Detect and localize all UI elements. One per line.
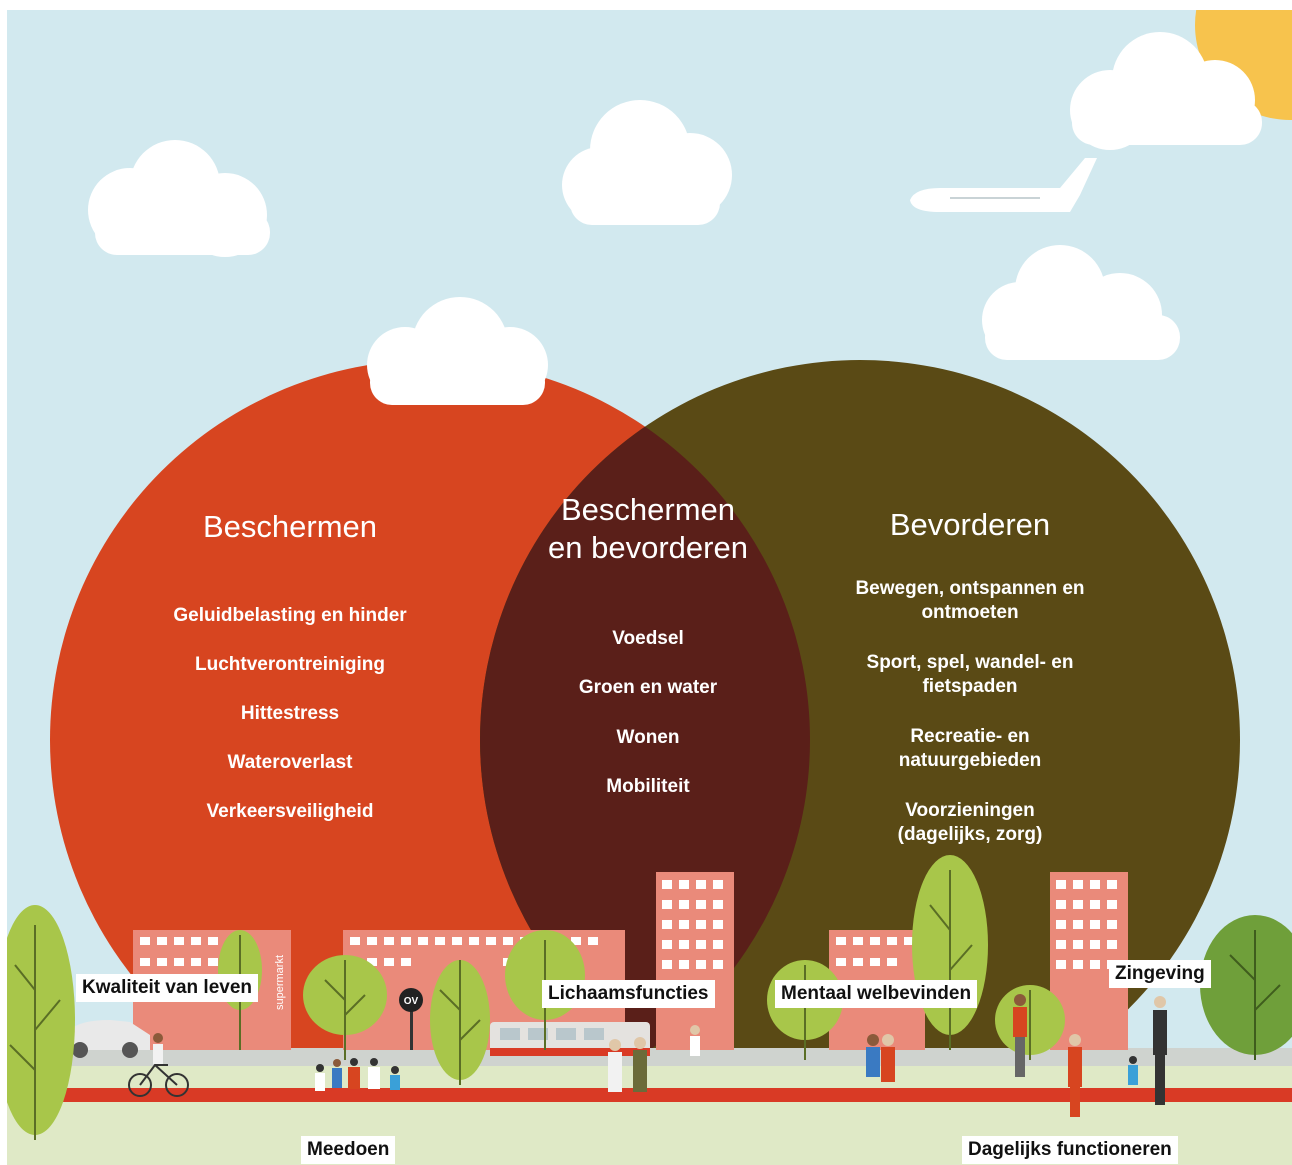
person-icon xyxy=(1013,994,1027,1077)
person-icon xyxy=(608,1039,622,1092)
promote-title: Bevorderen xyxy=(889,507,1051,542)
bicycle-icon xyxy=(128,1063,189,1097)
label-lichaamsfuncties: Lichaamsfuncties xyxy=(542,980,715,1008)
promote-item-line: Bewegen, ontspannen en xyxy=(855,578,1085,599)
tree-icon xyxy=(430,960,490,1085)
promote-item-line: fietspaden xyxy=(922,676,1018,697)
sun-icon xyxy=(1195,10,1292,120)
label-dagelijks-functioneren: Dagelijks functioneren xyxy=(962,1136,1178,1164)
bike-lane xyxy=(7,1066,1292,1088)
overlap-item: Mobiliteit xyxy=(606,776,690,797)
person-icon xyxy=(1128,1056,1138,1085)
label-kwaliteit-van-leven: Kwaliteit van leven xyxy=(76,974,259,1002)
overlap-item: Voedsel xyxy=(612,628,684,649)
protect-title: Beschermen xyxy=(202,509,378,544)
promote-item: Bewegen, ontspannen en ontmoeten xyxy=(820,577,1120,625)
cloud-icon xyxy=(982,245,1180,360)
label-mentaal-welbevinden: Mentaal welbevinden xyxy=(775,980,978,1008)
overlap-title-line2: en bevorderen xyxy=(548,530,748,565)
overlap-title-line1: Beschermen xyxy=(560,492,736,527)
promote-item-line: ontmoeten xyxy=(921,602,1019,623)
road xyxy=(7,1088,1292,1102)
protect-item: Verkeersveiligheid xyxy=(206,801,374,822)
ov-bus-stop-sign: OV xyxy=(399,988,423,1050)
sidewalk xyxy=(7,1048,1292,1066)
cloud-icon xyxy=(562,100,732,225)
supermarket-sign: supermarkt xyxy=(274,955,286,1010)
overlap-item: Wonen xyxy=(616,727,680,748)
protect-item: Luchtverontreiniging xyxy=(195,654,385,675)
promote-item-line: Voorzieningen xyxy=(905,800,1035,821)
person-icon xyxy=(1153,996,1167,1105)
tree-icon xyxy=(7,905,75,1140)
person-icon xyxy=(690,1025,700,1056)
tree-icon xyxy=(1200,915,1292,1060)
airplane-icon xyxy=(910,158,1097,212)
label-meedoen: Meedoen xyxy=(301,1136,396,1164)
person-icon xyxy=(881,1034,895,1082)
promote-item: Voorzieningen (dagelijks, zorg) xyxy=(820,799,1120,847)
building xyxy=(656,872,734,1050)
promote-item: Sport, spel, wandel- en fietspaden xyxy=(820,651,1120,699)
protect-item: Hittestress xyxy=(240,703,340,724)
person-icon xyxy=(153,1033,163,1064)
person-icon xyxy=(348,1058,360,1089)
car-icon xyxy=(60,1020,150,1058)
protect-item: Wateroverlast xyxy=(227,752,353,773)
cloud-icon xyxy=(1070,32,1262,150)
person-icon xyxy=(368,1058,380,1089)
promote-item-line: Sport, spel, wandel- en xyxy=(866,652,1074,673)
person-icon xyxy=(633,1037,647,1092)
cloud-icon xyxy=(88,140,270,257)
promote-item-line: natuurgebieden xyxy=(898,750,1042,771)
ov-sign-label: OV xyxy=(404,996,419,1007)
promote-item-line: Recreatie- en xyxy=(910,726,1030,747)
overlap-item: Groen en water xyxy=(578,677,718,698)
person-icon xyxy=(332,1059,342,1088)
person-icon xyxy=(866,1034,880,1077)
person-icon xyxy=(390,1066,400,1090)
tram-icon xyxy=(490,1022,650,1056)
tree-icon xyxy=(995,985,1065,1060)
protect-item: Geluidbelasting en hinder xyxy=(173,605,407,626)
promote-item: Recreatie- en natuurgebieden xyxy=(820,725,1120,773)
person-icon xyxy=(1068,1034,1082,1117)
label-zingeving: Zingeving xyxy=(1109,960,1211,988)
tree-icon xyxy=(303,955,387,1060)
person-icon xyxy=(315,1064,325,1091)
promote-item-line: (dagelijks, zorg) xyxy=(897,824,1043,845)
cloud-icon xyxy=(367,297,548,405)
